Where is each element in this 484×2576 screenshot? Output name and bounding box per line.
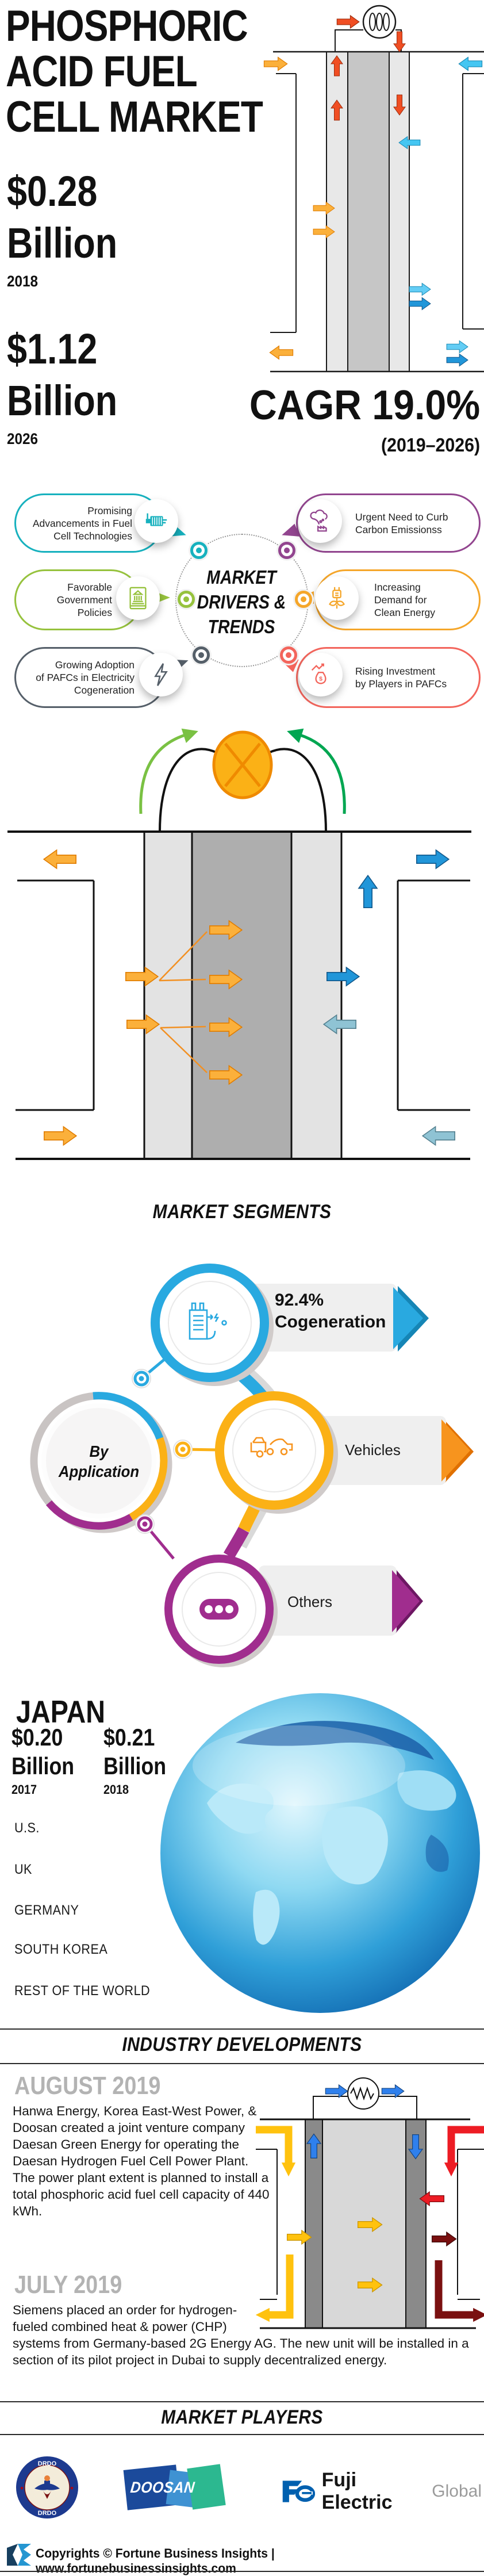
players-heading: MARKET PLAYERS <box>161 2406 323 2428</box>
fuel-cell-schematic-top <box>263 5 484 373</box>
development-text-july: Siemens placed an order for hydrogen-fue… <box>13 2302 476 2368</box>
fuji-electric-logo: Fuji Electric Global <box>281 2469 482 2513</box>
footer-copyright-link[interactable]: Copyrights © Fortune Business Insights |… <box>36 2546 275 2575</box>
stat-2018-year: 2018 <box>7 273 39 290</box>
divider <box>0 2028 484 2030</box>
driver-card-cogeneration-adoption: Growing Adoption of PAFCs in Electricity… <box>14 647 166 708</box>
country-south-korea: SOUTH KOREA <box>14 1942 108 1957</box>
driver-label: Urgent Need to Curb Carbon Emissionss <box>355 511 448 535</box>
japan-year: 2018 <box>103 1782 129 1797</box>
divider <box>0 2063 484 2064</box>
segments-hub-label: By Application <box>58 1442 140 1480</box>
country-germany: GERMANY <box>14 1903 79 1918</box>
doosan-label: DOOSAN <box>129 2479 196 2496</box>
bolt-icon <box>139 653 183 696</box>
fuji-mark-icon <box>282 2481 315 2502</box>
drivers-center-label: MARKET DRIVERS & TRENDS <box>197 567 286 637</box>
country-rest-of-world: REST OF THE WORLD <box>14 1983 151 1999</box>
country-uk: UK <box>14 1862 32 1877</box>
clean-energy-icon <box>315 576 359 620</box>
segment-others-label: Others <box>287 1593 333 1610</box>
turbine-icon <box>135 499 178 543</box>
developments-heading: INDUSTRY DEVELOPMENTS <box>122 2034 362 2056</box>
driver-label: Growing Adoption of PAFCs in Electricity… <box>36 659 135 696</box>
driver-node-dot <box>280 646 297 664</box>
government-icon <box>116 576 160 620</box>
divider <box>0 2571 484 2572</box>
drdo-logo: DRDO DRDO ★ ★ <box>16 2456 78 2518</box>
segment-label: Cogeneration <box>275 1312 386 1331</box>
fuji-label: Fuji Electric <box>321 2469 393 2513</box>
drdo-label-bottom: DRDO <box>38 2510 57 2517</box>
japan-year: 2017 <box>11 1782 37 1797</box>
fortune-business-insights-logo <box>7 2544 31 2566</box>
cogeneration-factory-icon <box>189 1302 227 1340</box>
vehicles-car-icon <box>250 1437 293 1458</box>
svg-text:$: $ <box>319 676 322 683</box>
driver-card-fuel-cell-tech: Promising Advancements in Fuel Cell Tech… <box>14 493 163 553</box>
divider <box>0 2401 484 2402</box>
driver-label: Rising Investment by Players in PAFCs <box>355 665 447 690</box>
driver-node-dot <box>295 591 312 608</box>
divider <box>0 2434 484 2435</box>
segment-value: 92.4% <box>275 1291 324 1310</box>
svg-text:★: ★ <box>70 2485 74 2491</box>
driver-node-dot <box>278 542 295 559</box>
development-date-july: JULY 2019 <box>14 2271 122 2299</box>
development-date-august: AUGUST 2019 <box>14 2072 161 2100</box>
driver-node-dot <box>178 591 195 608</box>
cagr-value: CAGR 19.0% <box>249 382 480 428</box>
stat-2026-year: 2026 <box>7 430 39 447</box>
cagr-period: (2019–2026) <box>381 434 480 456</box>
driver-label: Increasing Demand for Clean Energy <box>374 581 436 618</box>
japan-heading: JAPAN <box>16 1694 106 1729</box>
segment-vehicles-label: Vehicles <box>345 1441 401 1459</box>
text-wrap-spacer <box>251 2302 476 2332</box>
segments-diagram <box>30 1264 474 1667</box>
driver-card-rising-investment: Rising Investment by Players in PAFCs <box>296 647 481 708</box>
driver-node-dot <box>190 542 208 559</box>
development-text-august: Hanwa Energy, Korea East-West Power, & D… <box>13 2104 270 2218</box>
fuel-cell-schematic-developments <box>256 2077 484 2329</box>
fuji-suffix-label: Global <box>432 2482 482 2501</box>
driver-node-dot <box>193 646 210 664</box>
fuel-cell-schematic-main <box>7 728 471 1160</box>
globe-illustration <box>160 1693 480 2013</box>
driver-label: Favorable Government Policies <box>56 581 112 618</box>
others-dots-icon <box>199 1599 239 1620</box>
footer-bar: Copyrights © Fortune Business Insights |… <box>0 2538 484 2575</box>
country-us: U.S. <box>14 1820 40 1836</box>
segment-node-dots <box>132 1369 193 1534</box>
doosan-logo: DOOSAN <box>122 2463 226 2513</box>
driver-label: Promising Advancements in Fuel Cell Tech… <box>32 504 132 542</box>
svg-text:★: ★ <box>20 2485 24 2491</box>
investment-icon: $ <box>299 653 343 696</box>
segments-heading: MARKET SEGMENTS <box>152 1201 332 1223</box>
emissions-icon <box>298 499 342 543</box>
drdo-label-top: DRDO <box>38 2460 57 2467</box>
page-title: PHOSPHORIC ACID FUEL CELL MARKET <box>6 2 263 141</box>
segment-cogeneration-label: 92.4% Cogeneration <box>275 1289 386 1333</box>
